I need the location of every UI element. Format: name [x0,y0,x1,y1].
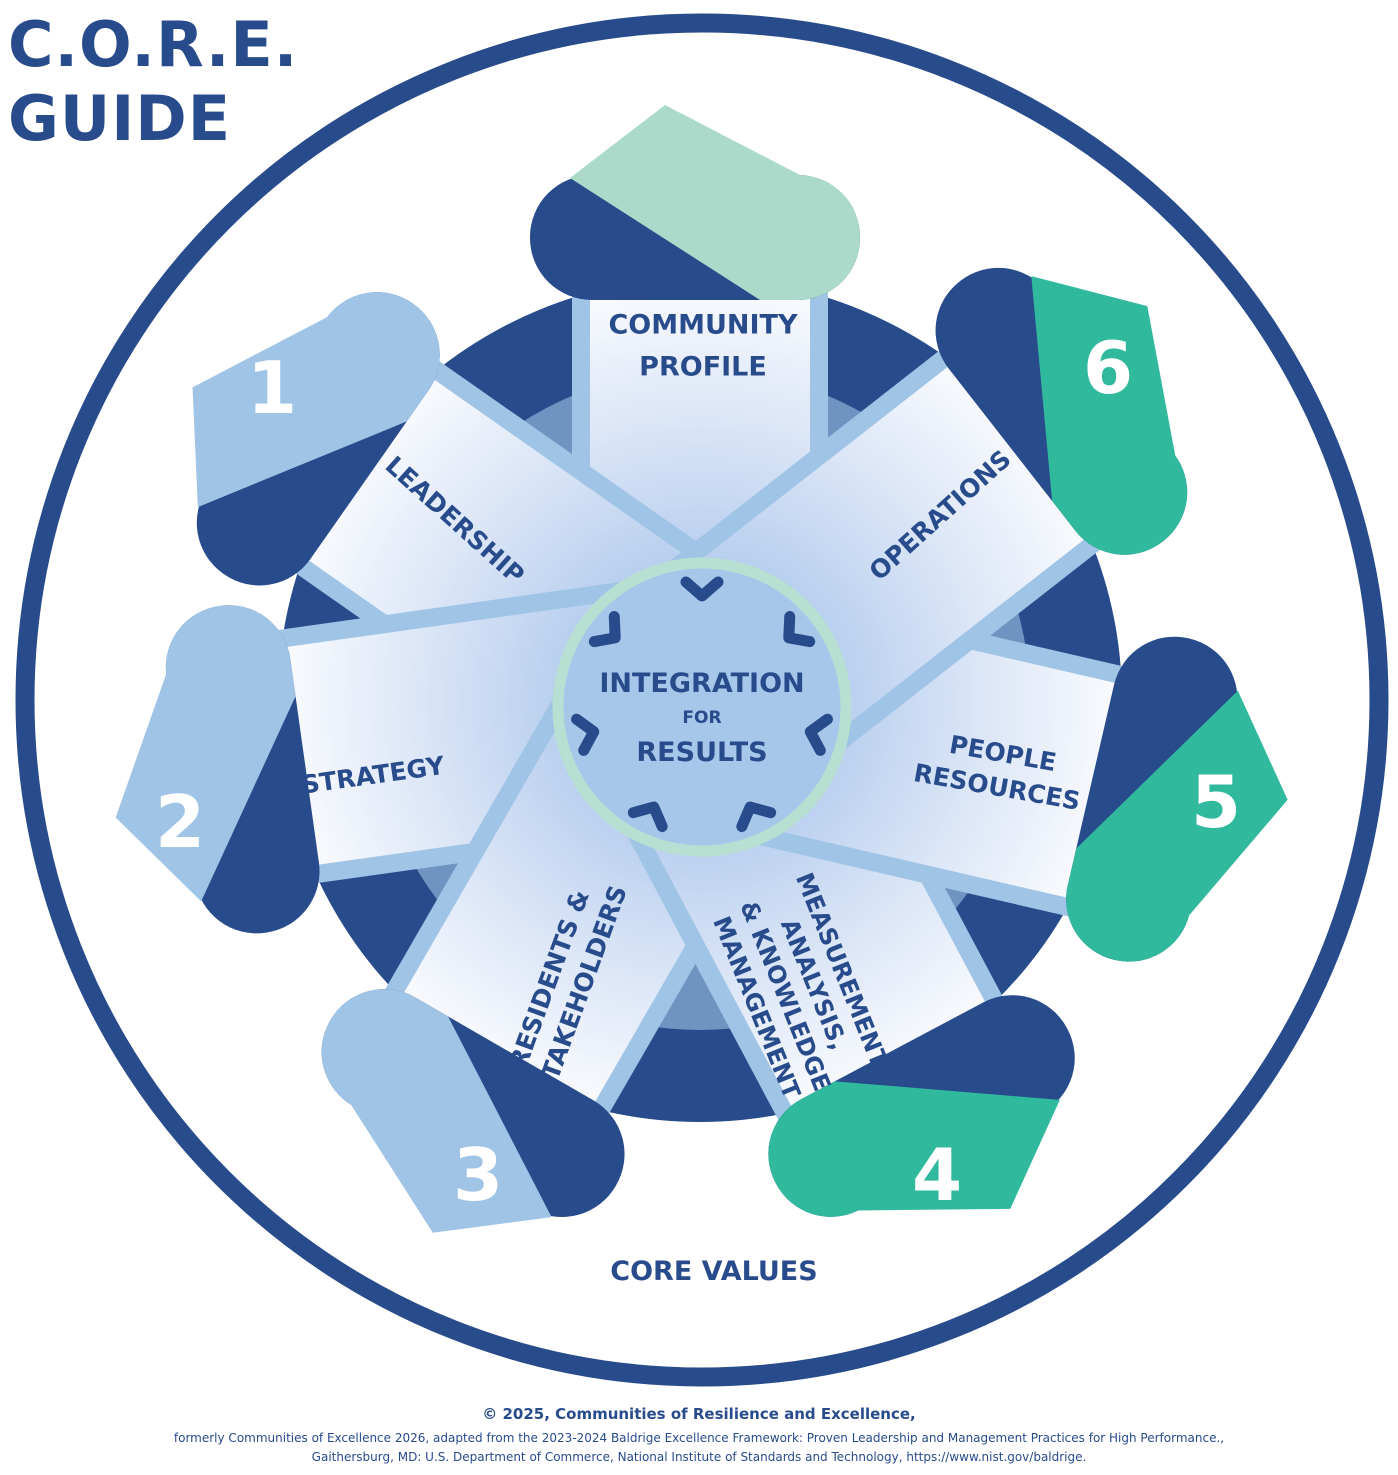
hub-chevron [736,801,777,833]
petal-number-1: 1 [247,346,297,430]
petal-label-line: PROFILE [639,351,767,382]
petal-number-4: 4 [912,1133,962,1217]
petal-tab-color [192,292,440,508]
petal-tab-color [1031,276,1188,555]
footer-attribution: formerly Communities of Excellence 2026,… [173,1431,1225,1445]
hub-line-3: RESULTS [636,737,767,768]
core-values-label: CORE VALUES [610,1256,817,1287]
petal-people-resources [680,577,1288,962]
petal-tab-color [321,989,552,1233]
hub-line-1: INTEGRATION [599,668,804,699]
petal-tab-color [570,105,861,301]
petal-label-line: COMMUNITY [608,309,797,340]
footer-source: Gaithersburg, MD: U.S. Department of Com… [311,1450,1087,1464]
page-title: C.O.R.E. GUIDE [8,8,298,156]
petal-number-2: 2 [155,780,205,864]
petal-number-6: 6 [1083,326,1133,410]
hub-chevron [804,713,833,756]
hub-chevron [571,713,600,756]
hub-ring [552,557,852,857]
petal-label-community-profile: COMMUNITY PROFILE [608,309,797,382]
title-line-2: GUIDE [8,82,232,155]
petal-tab-color [1066,690,1288,962]
hub-line-2: FOR [682,708,721,728]
petal-tab-color [115,605,296,902]
title-line-1: C.O.R.E. [8,8,299,81]
hub-chevrons [571,576,833,833]
hub-chevron [680,576,724,602]
footer-copyright: © 2025, Communities of Resilience and Ex… [482,1405,916,1423]
hub-chevron [783,611,816,648]
outer-ring [15,13,1389,1387]
hub-chevron [627,801,668,833]
petal-number-5: 5 [1191,760,1241,844]
petal-number-3: 3 [453,1133,503,1217]
petal-tab-color [768,1081,1060,1217]
hub-chevron [588,611,621,648]
footer: © 2025, Communities of Resilience and Ex… [0,1405,1398,1467]
